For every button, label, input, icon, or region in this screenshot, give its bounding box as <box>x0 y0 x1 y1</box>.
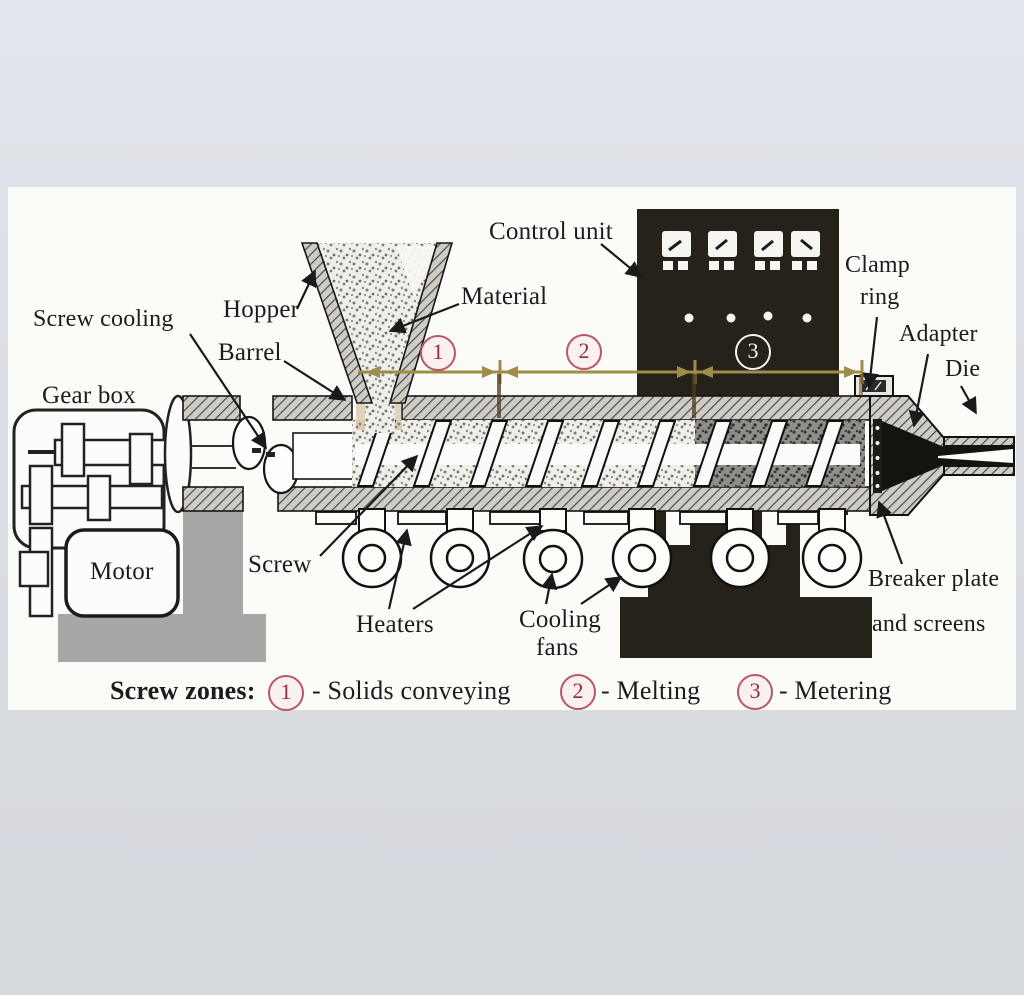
arrow-screw <box>319 454 419 557</box>
label-die: Die <box>945 356 981 382</box>
label-adapter: Adapter <box>899 321 978 347</box>
die-bore <box>938 449 1013 463</box>
cooling-fans <box>341 508 863 590</box>
label-control-unit: Control unit <box>489 218 613 245</box>
screw <box>352 420 865 487</box>
arrow-die <box>960 385 977 415</box>
arrow-screw-cooling <box>189 333 267 450</box>
caption-zone-3-desc: - Metering <box>779 676 892 705</box>
label-screw: Screw <box>248 551 312 578</box>
motor-body <box>64 528 180 618</box>
arrow-control-unit <box>600 243 643 279</box>
melt-channel <box>882 421 944 491</box>
label-material: Material <box>461 283 548 310</box>
arrow-fans-right <box>580 576 623 605</box>
caption-zone-3-circle: 3 <box>737 674 773 710</box>
breaker-plate <box>873 419 882 493</box>
caption-zone-1-circle: 1 <box>268 675 304 711</box>
label-clamp: Clamp <box>845 252 910 278</box>
label-hopper: Hopper <box>223 296 300 323</box>
leader-arrows <box>189 243 977 610</box>
barrel <box>182 395 873 512</box>
zone-dimension-line <box>358 360 864 418</box>
arrow-clamp-ring <box>862 316 879 390</box>
label-ring: ring <box>860 284 900 310</box>
caption-zone-2-desc: - Melting <box>601 676 701 705</box>
label-motor: Motor <box>90 558 154 585</box>
screw-coupling <box>192 415 356 495</box>
zone-1-marker: 1 <box>420 335 456 371</box>
label-heaters: Heaters <box>356 611 434 638</box>
gear-box <box>12 408 179 618</box>
zone-2-marker: 2 <box>566 334 602 370</box>
caption-zone-1-desc: - Solids conveying <box>312 676 511 705</box>
arrow-breaker-plate <box>876 500 904 565</box>
control-buttons <box>663 261 817 270</box>
arrow-hopper <box>296 269 317 310</box>
arrow-barrel <box>283 360 347 401</box>
label-gear-box: Gear box <box>42 382 136 409</box>
arrow-heaters-right <box>412 525 544 610</box>
label-fans: fans <box>536 634 579 661</box>
label-barrel: Barrel <box>218 339 282 366</box>
arrow-adapter <box>908 353 930 428</box>
heaters-strip <box>315 511 819 525</box>
caption-screw-zones: Screw zones: <box>110 676 256 705</box>
label-and-screens: and screens <box>872 611 986 637</box>
arrow-material <box>388 302 460 334</box>
label-screw-cooling: Screw cooling <box>33 306 174 332</box>
control-unit-panel <box>637 209 839 397</box>
control-gauges <box>662 231 820 257</box>
zone-3-marker: 3 <box>735 334 771 370</box>
arrow-fans-left <box>540 572 558 605</box>
hopper <box>300 242 454 433</box>
bell-housing <box>163 394 193 514</box>
label-breaker-plate: Breaker plate <box>868 566 1000 592</box>
arrow-heaters-left <box>387 528 412 610</box>
caption-zone-2-circle: 2 <box>560 674 596 710</box>
control-indicator-lights <box>684 311 812 323</box>
machine-base <box>58 511 266 662</box>
label-cooling: Cooling <box>519 606 601 633</box>
